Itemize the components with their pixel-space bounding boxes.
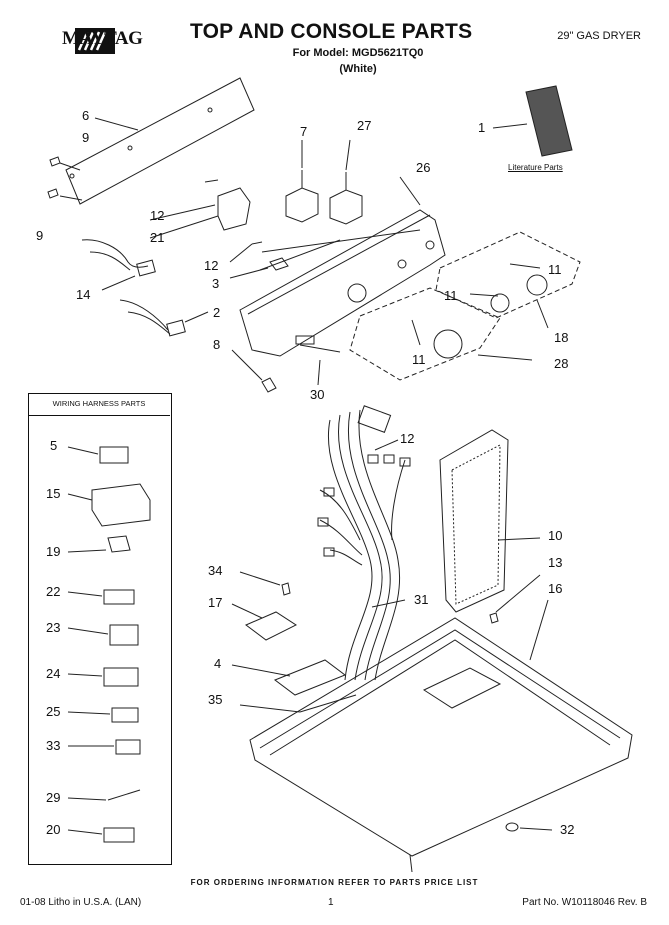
callout-7: 7	[300, 124, 308, 139]
main-harness-31	[328, 419, 373, 681]
callout-28: 28	[554, 356, 569, 371]
callout-34: 34	[208, 563, 223, 578]
callout-13: 13	[548, 555, 563, 570]
harness-callout-33: 33	[46, 738, 61, 753]
callout-2: 2	[213, 305, 221, 320]
harness-callout-25: 25	[46, 704, 61, 719]
wiring-harness-title: WIRING HARNESS PARTS	[28, 393, 170, 416]
callout-12-a: 12	[150, 208, 165, 223]
callout-6: 6	[82, 108, 90, 123]
harness-callout-19: 19	[46, 544, 61, 559]
page-number: 1	[328, 897, 334, 908]
maytag-logo-icon	[75, 28, 115, 54]
product-type: 29" GAS DRYER	[557, 30, 641, 42]
wiring-harness-box	[28, 393, 172, 865]
ordering-info: FOR ORDERING INFORMATION REFER TO PARTS …	[190, 878, 479, 887]
harness-callout-29: 29	[46, 790, 61, 805]
page-title: TOP AND CONSOLE PARTS	[190, 20, 473, 43]
rear-panel	[65, 77, 255, 205]
harness-callout-23: 23	[46, 620, 61, 635]
callout-30: 30	[310, 387, 325, 402]
litho-info: 01-08 Litho in U.S.A. (LAN)	[20, 897, 142, 908]
harness-2	[119, 299, 169, 331]
callout-11-a: 11	[548, 262, 562, 277]
literature-book-icon	[525, 85, 573, 157]
literature-parts-label: Literature Parts	[508, 163, 563, 172]
harness-callout-15: 15	[46, 486, 61, 501]
callout-18: 18	[554, 330, 569, 345]
callout-21: 21	[150, 230, 165, 245]
callout-11-b: 11	[444, 288, 458, 303]
callout-12-c: 12	[400, 431, 415, 446]
part-21	[217, 187, 251, 231]
top-panel-16	[249, 617, 633, 857]
foot-32	[505, 822, 519, 832]
callout-26: 26	[416, 160, 431, 175]
callout-14: 14	[76, 287, 91, 302]
callout-32: 32	[560, 822, 575, 837]
screw-13	[489, 612, 499, 624]
console-panel	[239, 209, 446, 357]
harness-14	[81, 239, 149, 268]
callout-8: 8	[213, 337, 221, 352]
lint-filter-10	[439, 429, 509, 613]
part-35	[239, 704, 301, 713]
callout-35: 35	[208, 692, 223, 707]
callout-9-top: 9	[82, 130, 90, 145]
callout-27: 27	[357, 118, 372, 133]
screw-34	[281, 582, 291, 596]
part-17	[245, 611, 298, 641]
callout-9-bottom: 9	[36, 228, 44, 243]
callout-16: 16	[548, 581, 563, 596]
callout-17: 17	[208, 595, 223, 610]
harness-callout-22: 22	[46, 584, 61, 599]
knob-assembly-18	[435, 231, 581, 319]
switch-7	[285, 187, 319, 223]
color-line: (White)	[339, 63, 377, 75]
clip-8	[261, 377, 277, 393]
harness-callout-20: 20	[46, 822, 61, 837]
callout-3: 3	[212, 276, 220, 291]
callout-10: 10	[548, 528, 563, 543]
callout-31: 31	[414, 592, 429, 607]
part-3	[269, 257, 289, 271]
knob-assembly-28	[349, 287, 501, 381]
part-number: Part No. W10118046 Rev. B	[522, 897, 647, 908]
switch-27	[329, 189, 363, 225]
callout-12-b: 12	[204, 258, 219, 273]
harness-item-art	[67, 446, 151, 843]
brand-name: MAYTAG	[62, 28, 143, 49]
part-4	[273, 659, 347, 696]
harness-callout-24: 24	[46, 666, 61, 681]
harness-callout-5: 5	[50, 438, 58, 453]
screw-9b	[47, 188, 59, 199]
callout-4: 4	[214, 656, 222, 671]
screw-9a	[49, 156, 61, 167]
callout-11-c: 11	[412, 352, 426, 367]
callout-1: 1	[478, 120, 486, 135]
model-line: For Model: MGD5621TQ0	[292, 47, 424, 59]
